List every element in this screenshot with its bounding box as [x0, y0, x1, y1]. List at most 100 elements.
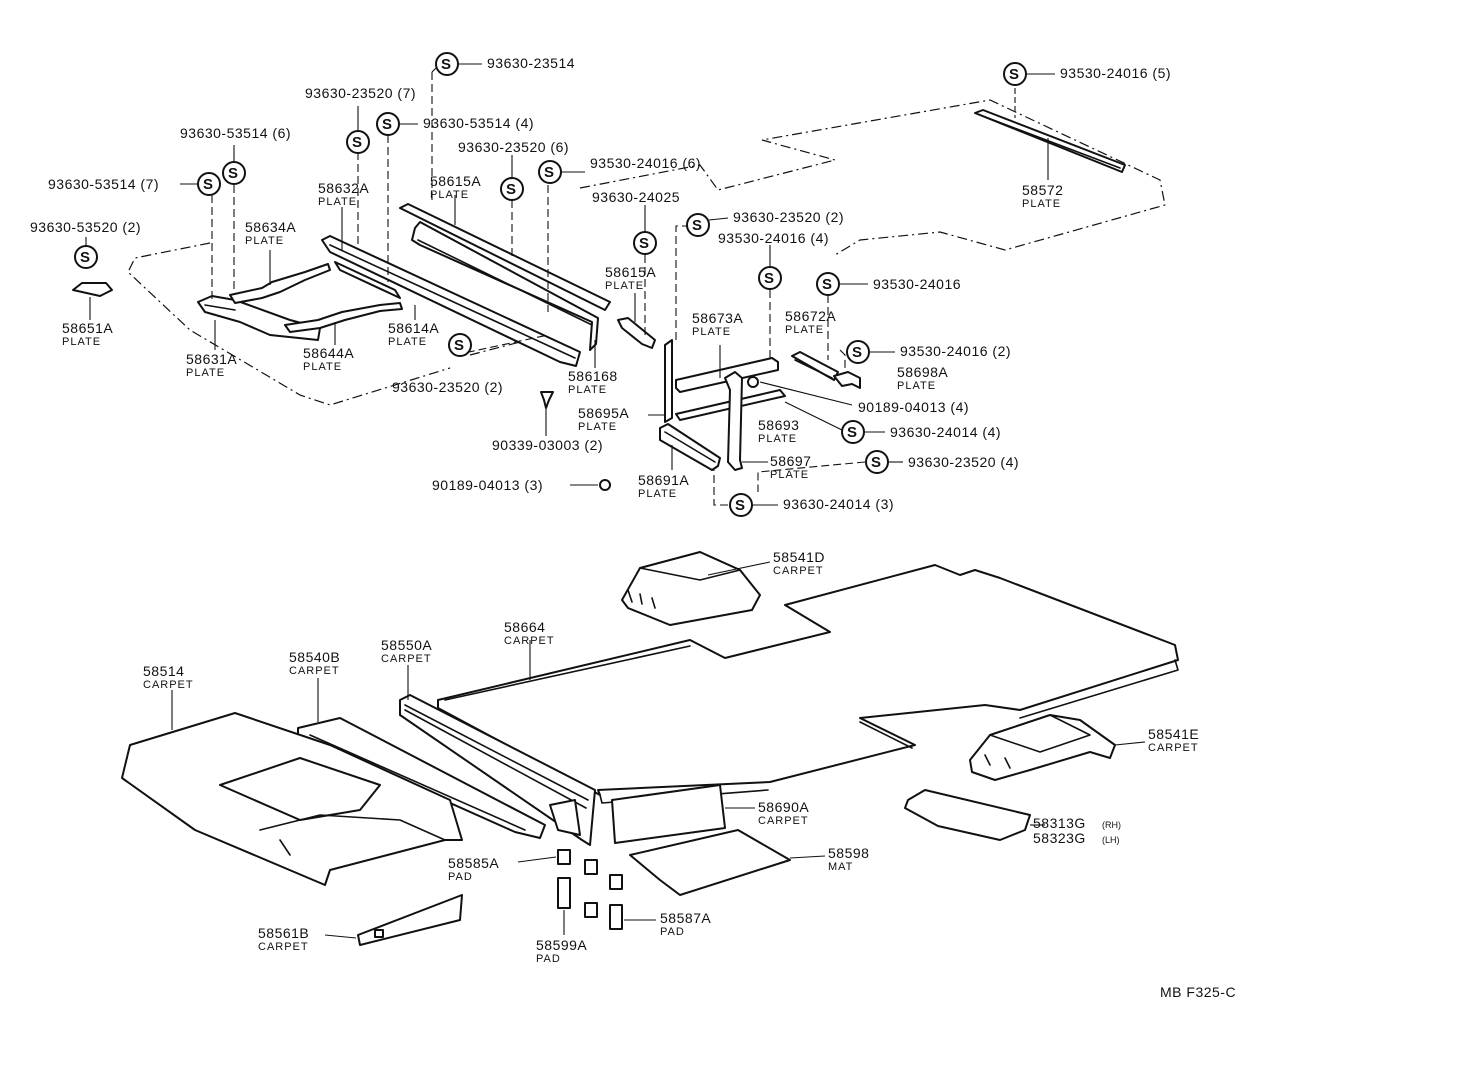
name-plate: PLATE: [388, 336, 427, 348]
plate-58644A: [284, 302, 403, 345]
svg-text:S: S: [692, 217, 702, 234]
name-plate: PLATE: [1022, 198, 1061, 210]
screw-90339: [540, 391, 554, 436]
name-carpet: CARPET: [258, 941, 309, 953]
name-plate: PLATE: [638, 488, 677, 500]
name-plate: PLATE: [785, 324, 824, 336]
small-pads: [517, 849, 656, 935]
part-58585A: 58585A: [448, 855, 499, 871]
svg-text:S: S: [544, 164, 554, 181]
svg-text:S: S: [639, 235, 649, 252]
s-icon: S: [197, 172, 221, 196]
part-93530-24016-5: 93530-24016 (5): [1060, 65, 1171, 81]
part-58572: 58572: [1022, 182, 1063, 198]
plate-58634A: [229, 250, 331, 304]
carpet-58541D: [621, 551, 771, 626]
s-icon: S: [346, 130, 370, 154]
name-carpet: CARPET: [381, 653, 432, 665]
name-plate: PLATE: [758, 433, 797, 445]
part-93630-23514: 93630-23514: [487, 55, 575, 71]
part-93630-23520-6: 93630-23520 (6): [458, 139, 569, 155]
rh-label: (RH): [1102, 820, 1121, 830]
name-carpet: CARPET: [143, 679, 194, 691]
part-58598: 58598: [828, 845, 869, 861]
name-carpet: CARPET: [758, 815, 809, 827]
name-plate: PLATE: [303, 361, 342, 373]
name-carpet: CARPET: [773, 565, 824, 577]
s-icon: S: [222, 161, 246, 185]
part-90339-03003-2: 90339-03003 (2): [492, 437, 603, 453]
part-58614A: 58614A: [388, 320, 439, 336]
floor-outline-mid: [469, 341, 521, 356]
part-93630-24014-3: 93630-24014 (3): [783, 496, 894, 512]
s-icon: S: [538, 160, 562, 184]
name-plate: PLATE: [897, 380, 936, 392]
carpet-58561B: [324, 894, 463, 946]
part-58541D: 58541D: [773, 549, 825, 565]
name-plate: PLATE: [605, 280, 644, 292]
part-93530-24016-2: 93530-24016 (2): [900, 343, 1011, 359]
name-carpet: CARPET: [1148, 742, 1199, 754]
svg-text:S: S: [852, 344, 862, 361]
part-58323G: 58323G: [1033, 830, 1086, 846]
part-58698A: 58698A: [897, 364, 948, 380]
part-93530-24016-6: 93530-24016 (6): [590, 155, 701, 171]
s-icon: S: [841, 420, 865, 444]
part-58632A: 58632A: [318, 180, 369, 196]
s-icon: S: [816, 272, 840, 296]
part-58673A: 58673A: [692, 310, 743, 326]
name-plate: PLATE: [318, 196, 357, 208]
part-58615A-1: 58615A: [430, 173, 481, 189]
name-plate: PLATE: [578, 421, 617, 433]
carpet-58514: [121, 690, 463, 886]
fastener-guides: [211, 63, 866, 506]
name-plate: PLATE: [430, 189, 469, 201]
part-93630-53514-6: 93630-53514 (6): [180, 125, 291, 141]
name-plate: PLATE: [692, 326, 731, 338]
part-58616B: 586168: [568, 368, 618, 384]
part-58550A: 58550A: [381, 637, 432, 653]
plate-58572: [974, 88, 1126, 180]
carpet-58690A: [611, 784, 755, 844]
floor-outline-right: [579, 99, 1166, 256]
part-58599A: 58599A: [536, 937, 587, 953]
part-58695A: 58695A: [578, 405, 629, 421]
part-93630-23520-4: 93630-23520 (4): [908, 454, 1019, 470]
s-icon: S: [846, 340, 870, 364]
name-plate: PLATE: [62, 336, 101, 348]
part-58690A: 58690A: [758, 799, 809, 815]
svg-text:S: S: [80, 249, 90, 266]
svg-text:S: S: [454, 337, 464, 354]
svg-text:S: S: [871, 454, 881, 471]
part-93630-23520-2a: 93630-23520 (2): [733, 209, 844, 225]
part-90189-04013-4: 90189-04013 (4): [858, 399, 969, 415]
svg-text:S: S: [228, 165, 238, 182]
plate-58698A: [833, 371, 861, 389]
plate-58672A: [791, 351, 839, 381]
part-58664: 58664: [504, 619, 545, 635]
svg-text:S: S: [735, 497, 745, 514]
fastener-symbols: S S S S S S S S S S S S S S S S S S: [74, 52, 1027, 517]
part-58651A: 58651A: [62, 320, 113, 336]
name-pad: PAD: [448, 871, 473, 883]
bracket-cluster: [659, 339, 853, 471]
name-pad: PAD: [536, 953, 561, 965]
part-58644A: 58644A: [303, 345, 354, 361]
plate-58632A: [321, 207, 581, 367]
part-93630-24025: 93630-24025: [592, 189, 680, 205]
s-icon: S: [500, 177, 524, 201]
part-58313G: 58313G: [1033, 815, 1086, 831]
mat-58598: [629, 829, 826, 896]
name-carpet: CARPET: [289, 665, 340, 677]
svg-text:S: S: [764, 270, 774, 287]
lh-label: (LH): [1102, 835, 1120, 845]
s-icon: S: [633, 231, 657, 255]
leaders-upper: [85, 63, 1055, 506]
svg-text:S: S: [822, 276, 832, 293]
name-plate: PLATE: [568, 384, 607, 396]
part-58541E: 58541E: [1148, 726, 1199, 742]
s-icon: S: [865, 450, 889, 474]
part-58693: 58693: [758, 417, 799, 433]
part-58691A: 58691A: [638, 472, 689, 488]
part-58634A: 58634A: [245, 219, 296, 235]
